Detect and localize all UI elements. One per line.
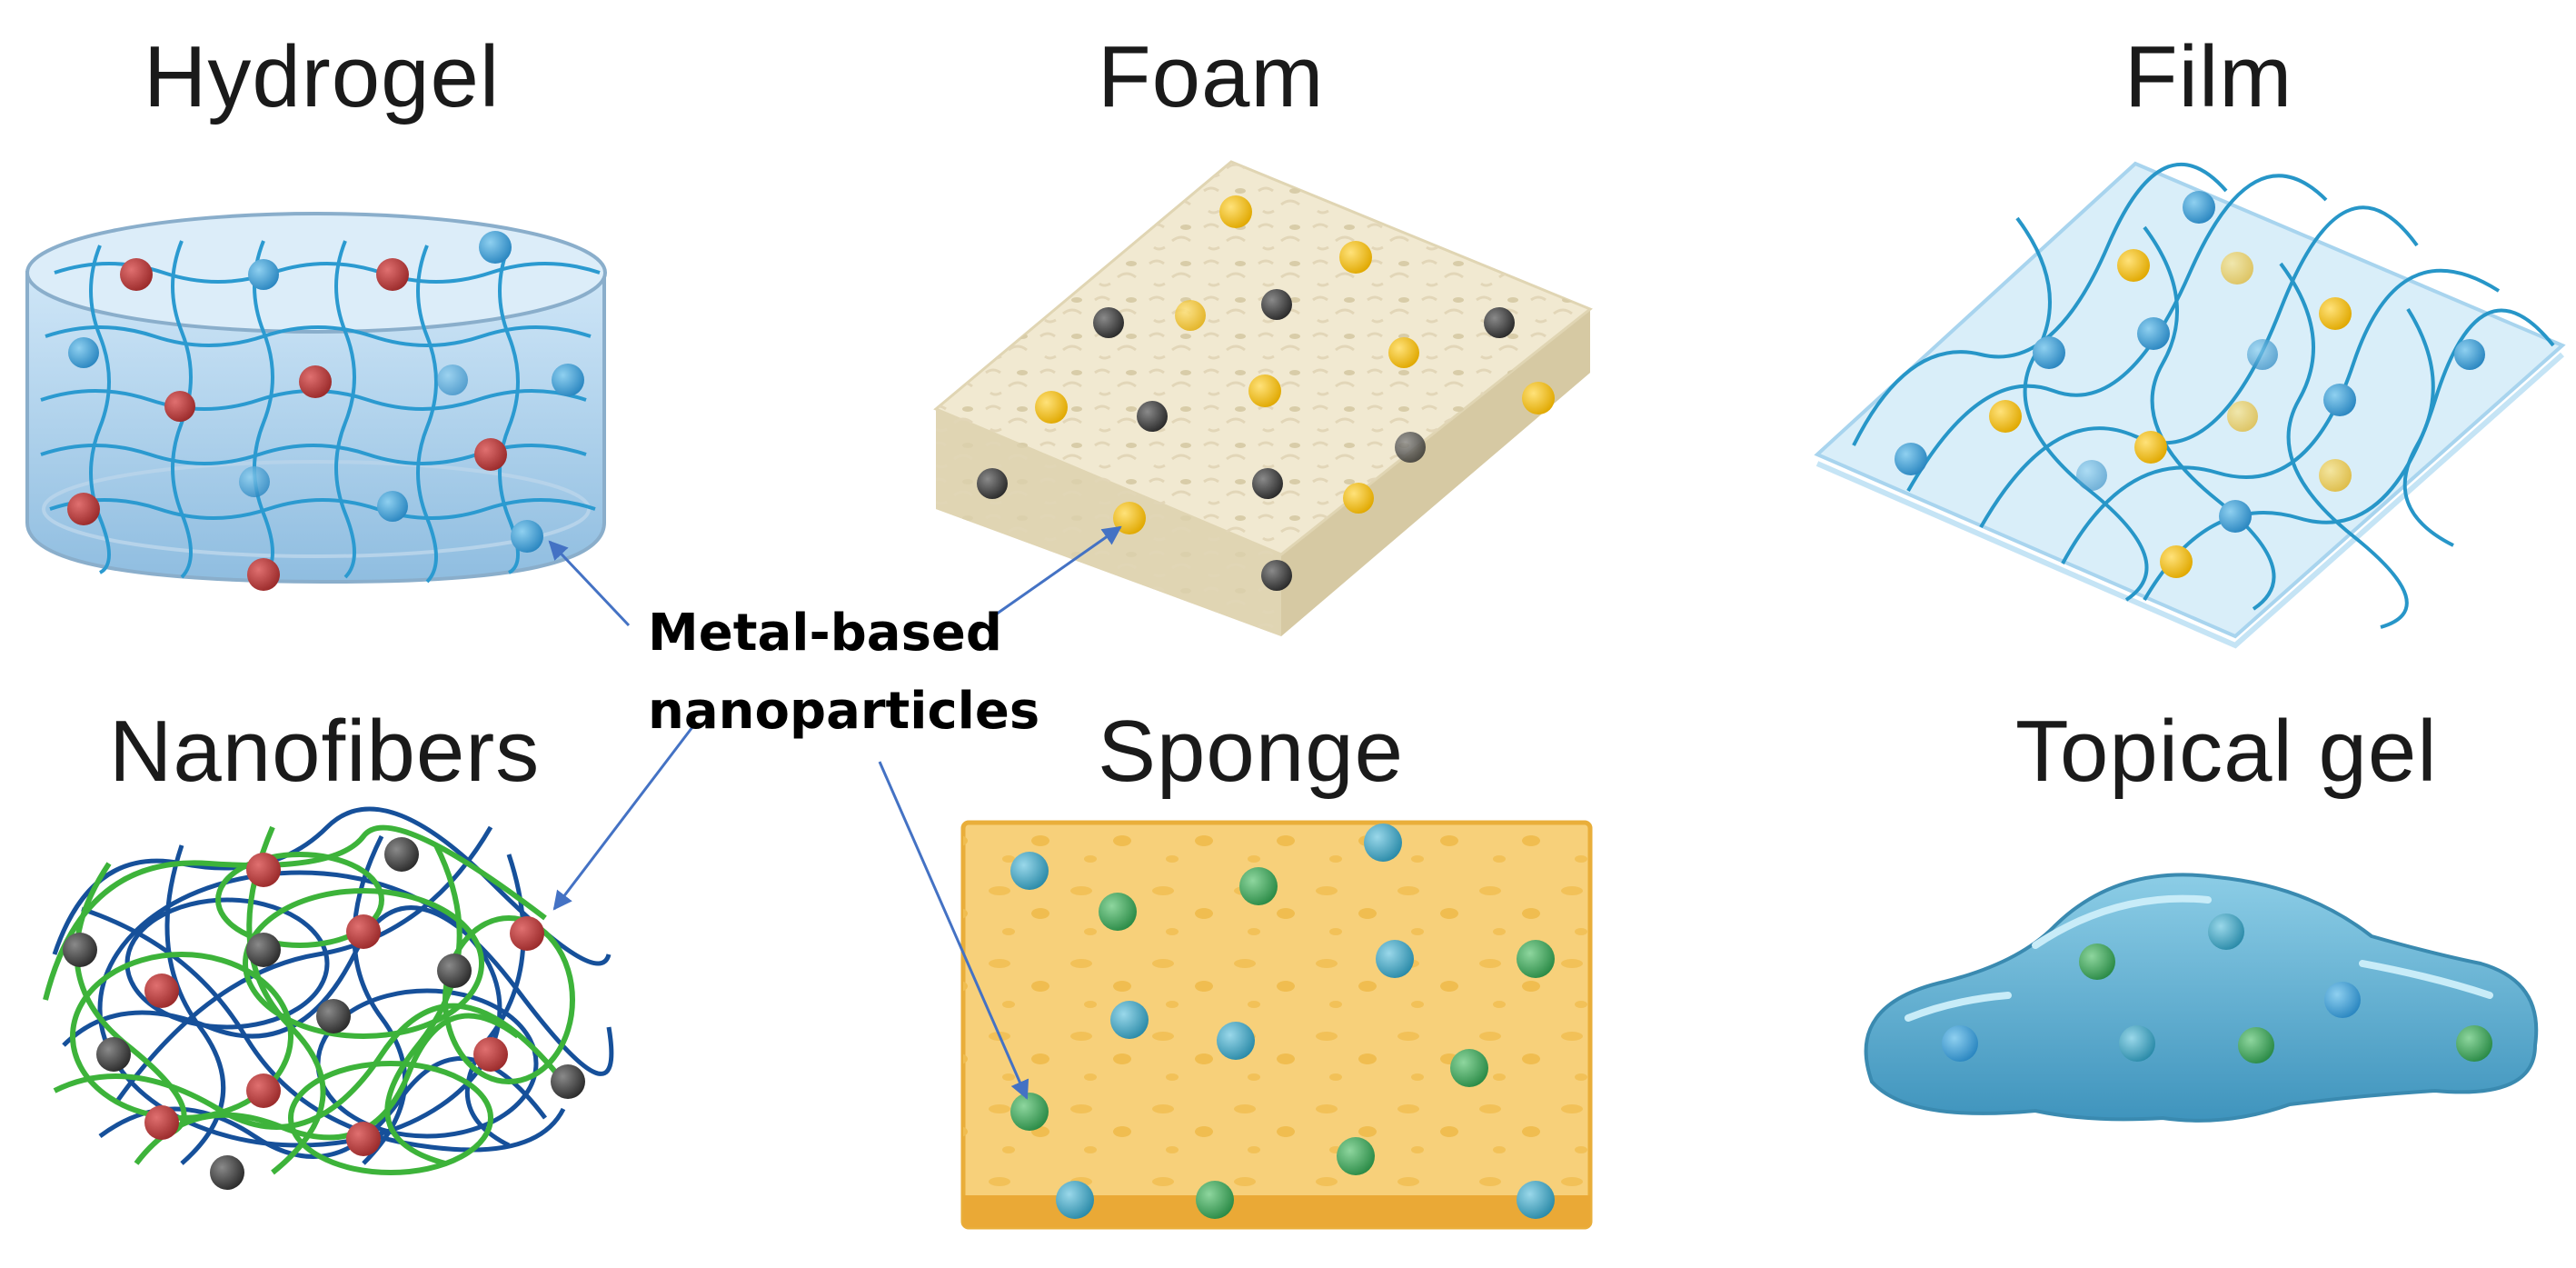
film-illustration bbox=[1814, 161, 2566, 649]
hydrogel-illustration bbox=[25, 212, 607, 591]
film-title: Film bbox=[2124, 28, 2293, 125]
foam-illustration bbox=[933, 160, 1593, 636]
sponge-illustration bbox=[960, 820, 1593, 1230]
topical-gel-illustration bbox=[1864, 873, 2539, 1123]
hydrogel-title: Hydrogel bbox=[144, 28, 501, 125]
annotation-line-1: Metal-based bbox=[648, 604, 1002, 663]
arrow-to-nanofibers bbox=[552, 726, 694, 911]
arrow-to-foam bbox=[992, 525, 1122, 618]
topical-gel-title: Topical gel bbox=[2015, 703, 2438, 800]
annotation-line-2: nanoparticles bbox=[648, 682, 1040, 741]
annotation-arrows bbox=[548, 525, 1122, 1100]
sponge-title: Sponge bbox=[1098, 703, 1404, 800]
annotation-label: Metal-based nanoparticles bbox=[648, 594, 1039, 751]
arrow-to-sponge bbox=[878, 761, 1029, 1100]
foam-title: Foam bbox=[1098, 28, 1325, 125]
nanofibers-title: Nanofibers bbox=[109, 703, 541, 800]
arrow-to-hydrogel bbox=[548, 540, 631, 627]
nanofibers-illustration bbox=[43, 806, 614, 1190]
